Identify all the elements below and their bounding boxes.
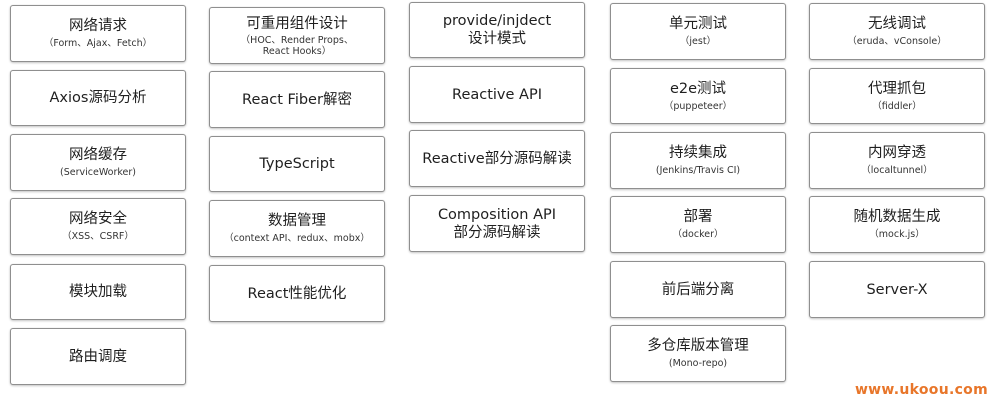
card-subtitle: (Jenkins/Travis CI) [655, 165, 741, 176]
card-typescript: TypeScript [209, 136, 385, 192]
card-title: 模块加载 [69, 284, 127, 300]
card-route-scheduling: 路由调度 [10, 328, 186, 385]
card-react-fiber: React Fiber解密 [209, 71, 385, 128]
card-continuous-integration: 持续集成 (Jenkins/Travis CI) [610, 132, 786, 189]
card-title: 代理抓包 [868, 80, 926, 97]
watermark-logo: www.ukoou.com [854, 382, 988, 398]
card-network-request: 网络请求 （Form、Ajax、Fetch） [10, 5, 186, 62]
card-network-cache: 网络缓存 (ServiceWorker) [10, 134, 186, 191]
card-reactive-source: Reactive部分源码解读 [409, 130, 585, 187]
card-title: e2e测试 [669, 80, 727, 97]
card-title: 数据管理 [268, 213, 326, 229]
card-intranet-tunnel: 内网穿透 （localtunnel） [809, 132, 985, 189]
card-title: Composition API 部分源码解读 [437, 206, 557, 241]
card-title: Reactive API [452, 86, 542, 103]
card-subtitle: （puppeteer） [663, 100, 733, 112]
card-mono-repo: 多仓库版本管理 (Mono-repo) [610, 325, 786, 382]
card-subtitle: （mock.js） [869, 229, 925, 240]
card-provide-inject: provide/injdect 设计模式 [409, 2, 585, 58]
card-title: Reactive部分源码解读 [422, 150, 572, 167]
card-title: 持续集成 [669, 145, 727, 161]
card-deployment: 部署 （docker） [610, 196, 786, 253]
card-subtitle: (ServiceWorker) [60, 167, 136, 178]
card-subtitle: （HOC、Render Props、 React Hooks） [240, 34, 354, 57]
card-react-performance: React性能优化 [209, 265, 385, 322]
card-server-x: Server-X [809, 261, 985, 318]
card-reusable-components: 可重用组件设计 （HOC、Render Props、 React Hooks） [209, 7, 385, 64]
card-proxy-capture: 代理抓包 （fiddler） [809, 68, 985, 124]
card-subtitle: （Form、Ajax、Fetch） [43, 38, 153, 49]
card-subtitle: （eruda、vConsole） [847, 36, 947, 47]
card-title: Axios源码分析 [49, 90, 147, 106]
card-unit-test: 单元测试 （jest） [610, 3, 786, 60]
card-title: 多仓库版本管理 [647, 338, 749, 354]
card-title: Server-X [866, 281, 928, 298]
card-title: TypeScript [259, 156, 335, 172]
card-title: React性能优化 [247, 285, 347, 302]
card-network-security: 网络安全 （XSS、CSRF） [10, 198, 186, 255]
card-module-loading: 模块加载 [10, 264, 186, 320]
card-subtitle: (Mono-repo) [668, 358, 728, 369]
card-random-data: 随机数据生成 （mock.js） [809, 196, 985, 253]
card-axios-source: Axios源码分析 [10, 70, 186, 126]
card-title: 单元测试 [669, 16, 727, 32]
card-title: 网络安全 [69, 211, 127, 227]
card-subtitle: （jest） [679, 36, 717, 47]
card-title: 路由调度 [69, 348, 127, 365]
card-title: 前后端分离 [661, 281, 735, 298]
card-title: 可重用组件设计 [246, 15, 348, 32]
card-wireless-debug: 无线调试 （eruda、vConsole） [809, 3, 985, 60]
card-subtitle: （context API、redux、mobx） [224, 233, 370, 244]
card-title: 内网穿透 [868, 145, 926, 161]
card-title: 网络请求 [69, 18, 127, 34]
card-title: 无线调试 [868, 16, 926, 32]
card-frontend-backend-separation: 前后端分离 [610, 261, 786, 318]
card-subtitle: （docker） [672, 229, 724, 240]
card-reactive-api: Reactive API [409, 66, 585, 123]
card-e2e-test: e2e测试 （puppeteer） [610, 68, 786, 124]
card-title: provide/injdect 设计模式 [442, 13, 552, 47]
card-subtitle: （localtunnel） [861, 165, 933, 176]
card-title: React Fiber解密 [242, 91, 352, 108]
card-subtitle: （XSS、CSRF） [62, 231, 134, 242]
card-title: 部署 [683, 209, 713, 225]
card-data-management: 数据管理 （context API、redux、mobx） [209, 200, 385, 257]
card-title: 随机数据生成 [853, 209, 941, 225]
card-subtitle: （fiddler） [872, 100, 922, 112]
card-title: 网络缓存 [69, 147, 127, 163]
card-composition-api: Composition API 部分源码解读 [409, 195, 585, 252]
